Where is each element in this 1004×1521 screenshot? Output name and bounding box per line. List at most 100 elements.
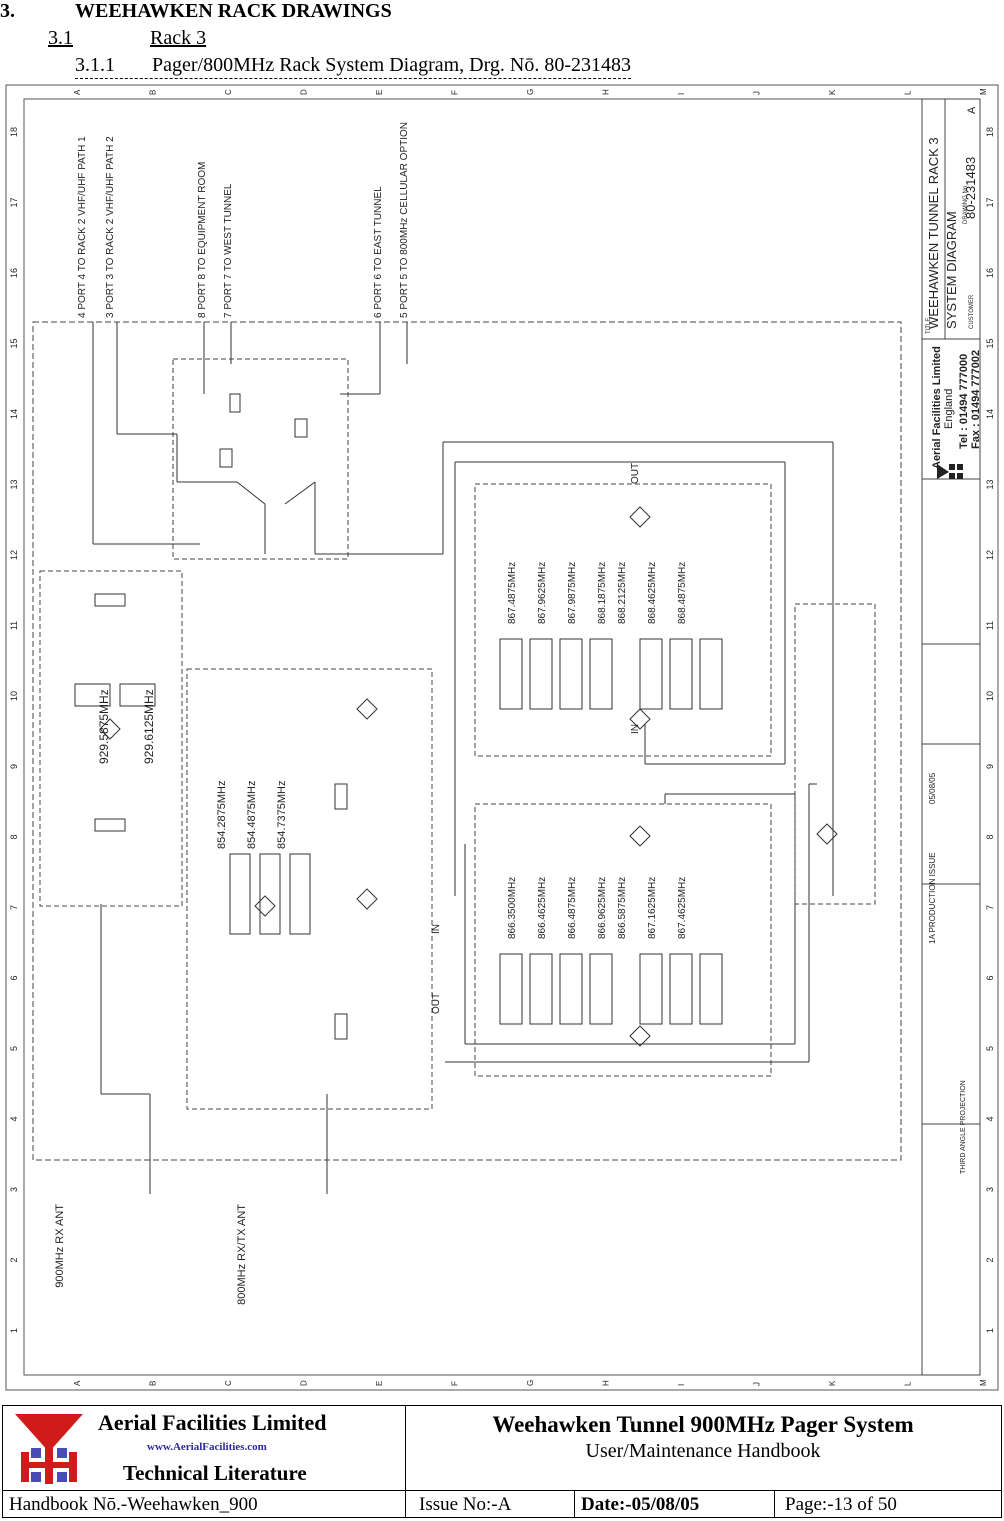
footer-info-row: Handbook Nō.-Weehawken_900 Issue No:-A D…	[3, 1490, 1001, 1518]
border-row-label-left: 14	[9, 409, 19, 419]
channel-frequency-b: 868.1875MHz	[597, 562, 608, 624]
channel-module-box	[559, 953, 583, 1025]
aerial-logo-icon	[15, 1414, 83, 1484]
border-row-label-left: 10	[9, 691, 19, 701]
section-title: WEEHAWKEN RACK DRAWINGS	[75, 0, 392, 22]
subsection-number: 3.1	[48, 27, 73, 49]
border-row-label-left: 7	[9, 905, 19, 910]
drawing-date: 05/08/05	[928, 772, 937, 804]
pager-frequency: 929.6125MHz	[142, 689, 156, 764]
border-row-label-right: 6	[985, 975, 995, 980]
channel-frequency-a: 854.2875MHz	[216, 781, 228, 850]
border-row-label-right: 18	[985, 127, 995, 137]
footer-company-name: Aerial Facilities Limited	[98, 1410, 327, 1435]
border-col-label-bottom: H	[602, 1380, 611, 1386]
channel-module-box	[589, 638, 613, 710]
channel-frequency-c: 866.3500MHz	[507, 877, 518, 939]
page-number: Page:-13 of 50	[774, 1491, 897, 1518]
drawing-number-label: DRAWING No.	[963, 184, 969, 224]
border-row-label-left: 12	[9, 550, 19, 560]
company-fax: Fax : 01494 777002	[970, 350, 982, 449]
border-col-label-top: C	[224, 89, 233, 95]
company-logo-mark	[937, 464, 963, 479]
subsubsection-heading: 3.1.1 Pager/800MHz Rack System Diagram, D…	[75, 54, 632, 79]
handbook-number: Handbook Nō.-Weehawken_900	[9, 1494, 258, 1515]
title-label: TITLE	[926, 318, 932, 334]
border-row-label-right: 2	[985, 1257, 995, 1262]
channel-frequency-a: 854.7375MHz	[276, 781, 288, 850]
port-label: 7 PORT 7 TO WEST TUNNEL	[223, 183, 234, 318]
company-name: Aerial Facilities Limited	[931, 346, 943, 469]
border-col-label-top: G	[526, 89, 535, 95]
document-subtitle: User/Maintenance Handbook	[585, 1440, 821, 1462]
channel-frequency-c: 866.4875MHz	[567, 877, 578, 939]
subsubsection-number: 3.1.1	[75, 54, 115, 76]
drawing-issue: A	[966, 106, 978, 114]
border-row-label-left: 1	[9, 1328, 19, 1333]
border-col-label-bottom: C	[224, 1380, 233, 1386]
channel-module-box	[529, 953, 553, 1025]
border-col-label-bottom: I	[677, 1384, 686, 1386]
border-row-label-right: 15	[985, 338, 995, 348]
document-footer: Aerial Facilities Limited www.AerialFaci…	[2, 1405, 1002, 1518]
border-row-label-right: 1	[985, 1328, 995, 1333]
border-row-label-left: 13	[9, 479, 19, 489]
io-port-label: IN	[431, 924, 442, 934]
projection-label: THIRD ANGLE PROJECTION	[960, 1080, 967, 1174]
drawing-number: 80-231483	[963, 157, 978, 219]
border-row-label-left: 16	[9, 268, 19, 278]
border-col-label-top: B	[149, 90, 158, 95]
border-row-label-left: 15	[9, 338, 19, 348]
border-col-label-bottom: B	[149, 1381, 158, 1386]
border-col-label-top: E	[375, 90, 384, 95]
border-col-label-top: J	[753, 91, 762, 95]
channel-frequency-c: 866.9625MHz	[597, 877, 608, 939]
footer-title-cell: Weehawken Tunnel 900MHz Pager System Use…	[405, 1406, 1001, 1490]
border-col-label-top: M	[979, 88, 988, 95]
border-col-label-top: H	[602, 89, 611, 95]
io-port-label: OUT	[431, 993, 442, 1014]
border-row-label-left: 17	[9, 197, 19, 207]
channel-frequency-b: 868.4875MHz	[677, 562, 688, 624]
channel-module-box	[559, 638, 583, 710]
channel-module-box	[499, 953, 523, 1025]
subsection-heading: 3.1 Rack 3	[48, 27, 206, 50]
border-row-label-right: 13	[985, 479, 995, 489]
channel-module-box	[699, 638, 723, 710]
border-row-label-left: 3	[9, 1187, 19, 1192]
border-row-label-right: 4	[985, 1116, 995, 1121]
border-col-label-bottom: M	[979, 1379, 988, 1386]
border-col-label-bottom: F	[451, 1381, 460, 1386]
document-title: Weehawken Tunnel 900MHz Pager System	[492, 1412, 914, 1437]
issue-number: Issue No:-A	[405, 1491, 574, 1518]
subsubsection-title: Pager/800MHz Rack System Diagram, Drg. N…	[152, 54, 632, 76]
channel-frequency-b: 868.2125MHz	[617, 562, 628, 624]
company-country: England	[943, 389, 955, 429]
border-row-label-left: 11	[9, 621, 19, 630]
border-row-label-left: 8	[9, 834, 19, 839]
border-row-label-left: 18	[9, 127, 19, 137]
channel-frequency-c: 866.5875MHz	[617, 877, 628, 939]
channel-frequency-a: 854.4875MHz	[246, 781, 258, 850]
border-row-label-right: 17	[985, 197, 995, 207]
border-row-label-left: 4	[9, 1116, 19, 1121]
antenna-800-label: 800MHz RX/TX ANT	[236, 1204, 248, 1305]
footer-company-website: www.AerialFacilities.com	[147, 1441, 267, 1453]
border-row-label-right: 14	[985, 409, 995, 419]
channel-frequency-c: 867.1625MHz	[647, 877, 658, 939]
channel-module-box	[669, 638, 693, 710]
border-col-label-top: K	[828, 89, 837, 95]
border-col-label-top: D	[300, 89, 309, 95]
subsection-title: Rack 3	[150, 27, 207, 49]
border-col-label-bottom: K	[828, 1380, 837, 1386]
channel-module-box	[529, 638, 553, 710]
title-block: TITLE WEEHAWKEN TUNNEL RACK 3 SYSTEM DIA…	[921, 98, 982, 1376]
border-row-label-left: 5	[9, 1046, 19, 1051]
channel-frequency-c: 867.4625MHz	[677, 877, 688, 939]
drawing-title-line-2: SYSTEM DIAGRAM	[944, 211, 959, 329]
channel-frequency-c: 866.4625MHz	[537, 877, 548, 939]
